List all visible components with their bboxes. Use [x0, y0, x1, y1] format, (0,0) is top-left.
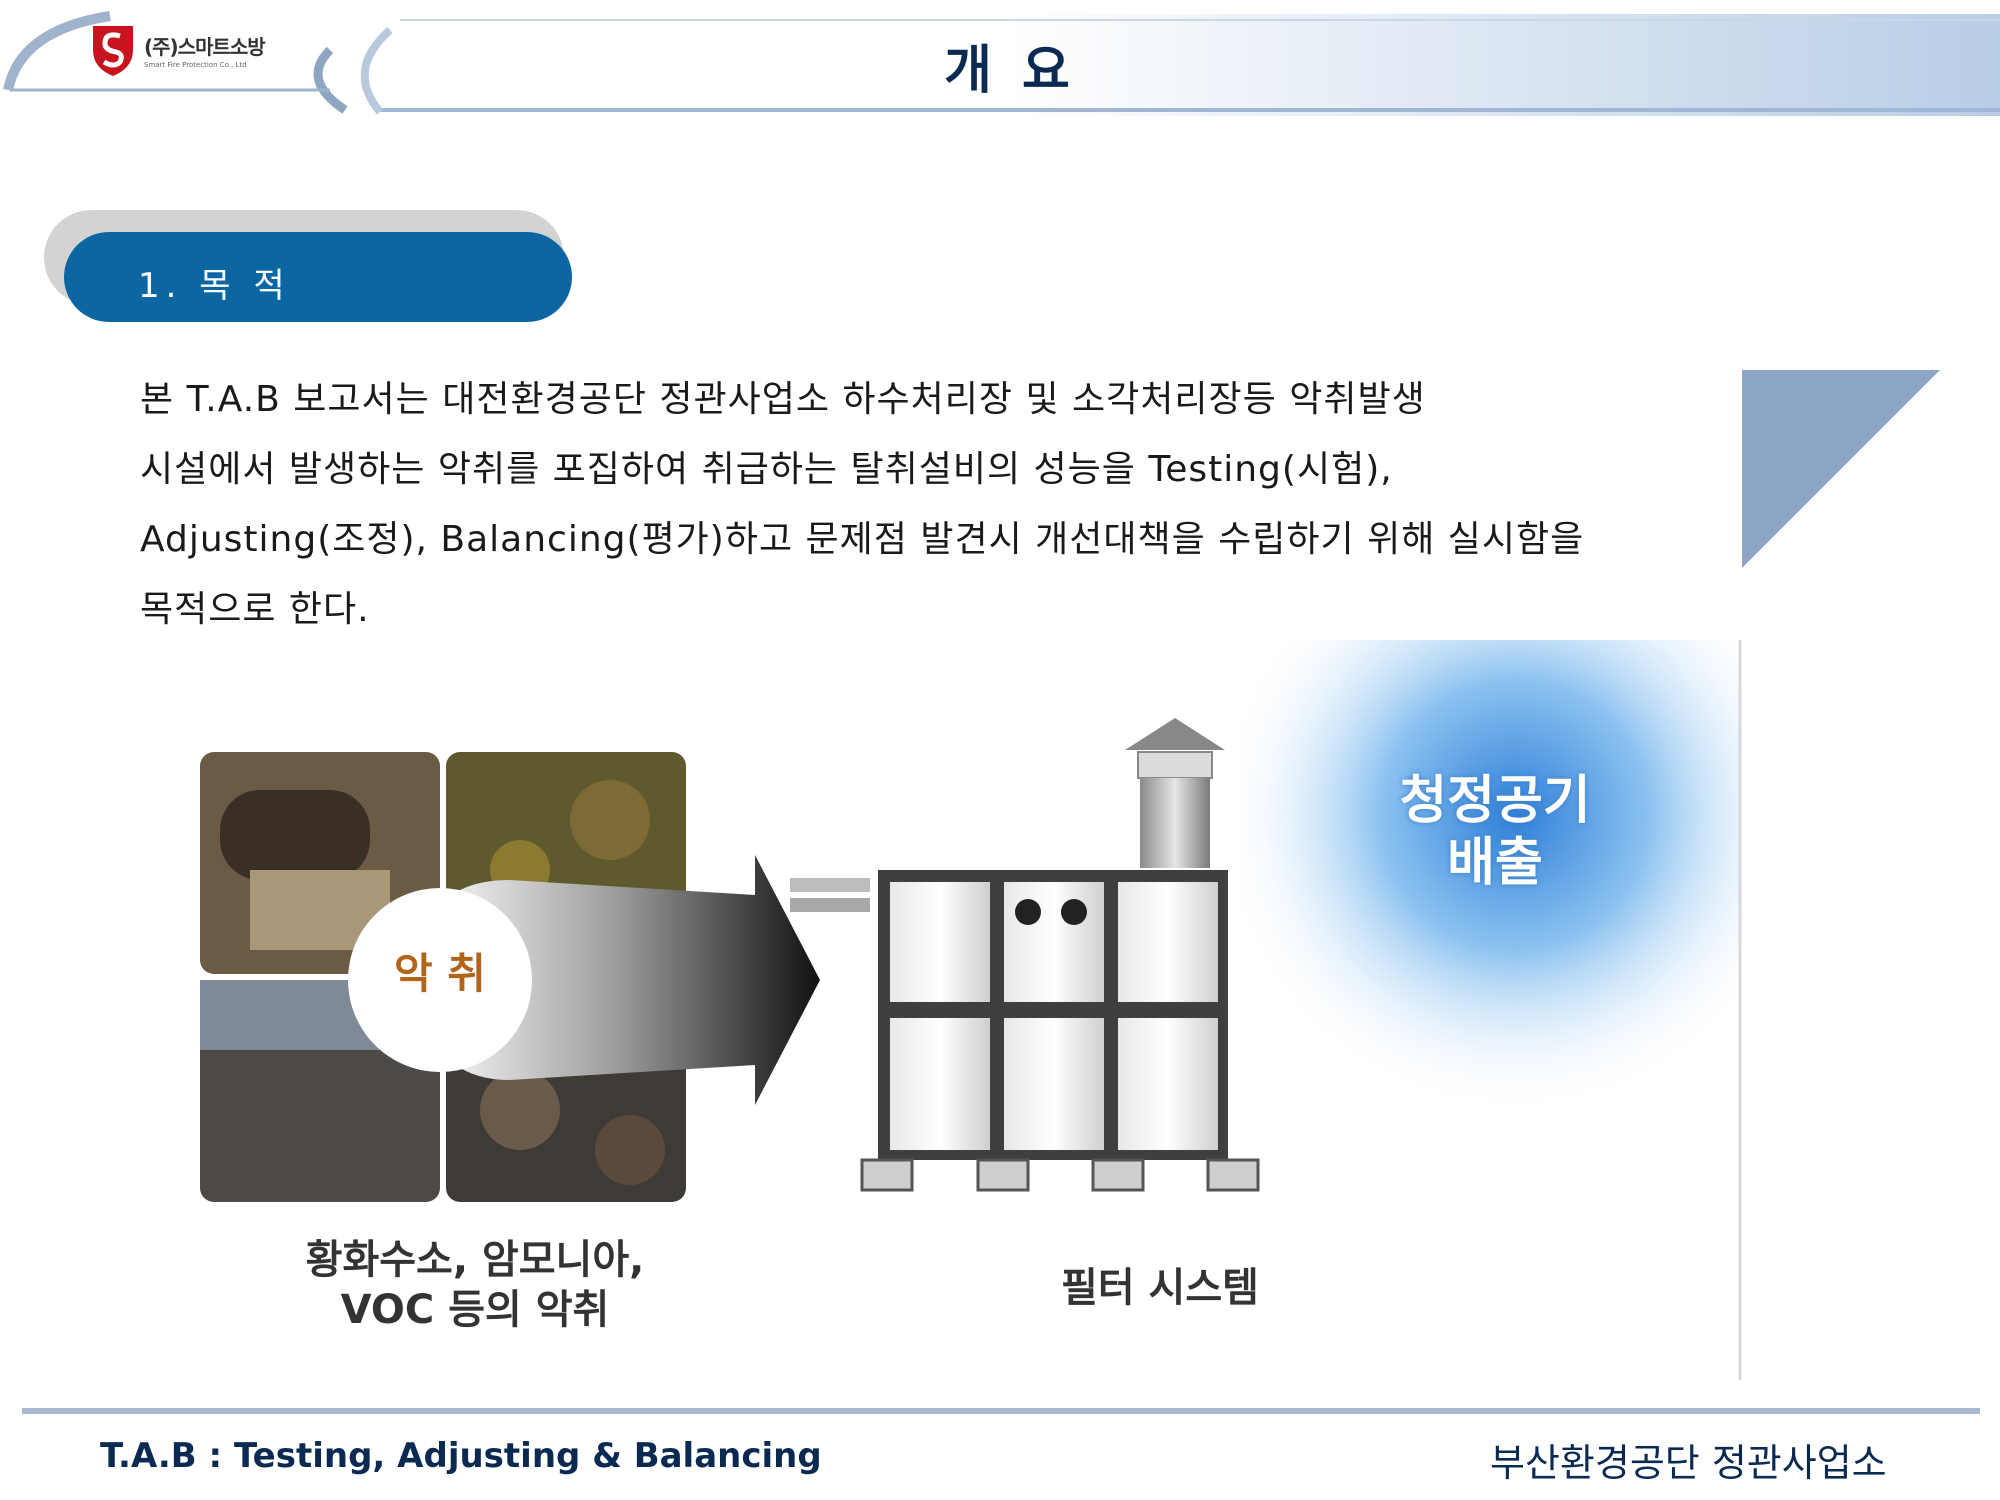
shield-logo-icon — [93, 26, 133, 76]
company-logo: (주)스마트소방 Smart Fire Protection Co., Ltd — [88, 20, 318, 80]
odor-circle — [348, 888, 532, 1072]
clean-air-line-2: 배출 — [1447, 833, 1543, 893]
odor-source-label: 황화수소, 암모니아, VOC 등의 악취 — [250, 1235, 700, 1335]
page-title: 개 요 — [944, 41, 1076, 101]
company-subtitle: Smart Fire Protection Co., Ltd — [144, 61, 247, 69]
odor-label-line-2: VOC 등의 악취 — [340, 1287, 610, 1333]
clean-air-glow — [1240, 640, 1740, 1140]
header-band — [3, 11, 2000, 116]
section-pill — [64, 232, 572, 322]
corner-triangle-decoration — [1742, 370, 1940, 568]
odor-source-photos — [200, 752, 686, 1202]
clean-air-line-1: 청정공기 — [1399, 771, 1591, 831]
section-heading: 1. 목 적 — [138, 266, 291, 306]
footer-organization: 부산환경공단 정관사업소 — [1490, 1441, 1887, 1485]
clean-air-label: 청정공기 배출 — [1340, 770, 1650, 894]
footer-divider — [22, 1408, 1980, 1414]
odor-filter-illustration: 악 취 황화수소, 암모니아, VOC 등의 악취 필터 시스템 청정공기 배출 — [190, 640, 1750, 1380]
footer-tab-definition: T.A.B : Testing, Adjusting & Balancing — [100, 1436, 822, 1476]
filter-system-label: 필터 시스템 — [1061, 1265, 1259, 1311]
purpose-paragraph: 본 T.A.B 보고서는 대전환경공단 정관사업소 하수처리장 및 소각처리장등… — [140, 365, 1720, 645]
odor-circle-label: 악 취 — [394, 949, 486, 998]
filter-box — [860, 870, 1260, 1192]
purpose-line-2: 시설에서 발생하는 악취를 포집하여 취급하는 탈취설비의 성능을 Testin… — [140, 449, 1393, 490]
odor-label-line-1: 황화수소, 암모니아, — [305, 1237, 645, 1283]
company-name: (주)스마트소방 — [144, 35, 266, 59]
purpose-line-3: Adjusting(조정), Balancing(평가)하고 문제점 발견시 개… — [140, 519, 1585, 560]
chimney — [1125, 718, 1225, 868]
illustration-graphic — [200, 640, 1742, 1380]
purpose-line-1: 본 T.A.B 보고서는 대전환경공단 정관사업소 하수처리장 및 소각처리장등… — [140, 379, 1426, 420]
logo-text: (주)스마트소방 Smart Fire Protection Co., Ltd — [144, 31, 266, 69]
odor-arrow — [420, 855, 820, 1105]
purpose-line-4: 목적으로 한다. — [140, 589, 370, 630]
